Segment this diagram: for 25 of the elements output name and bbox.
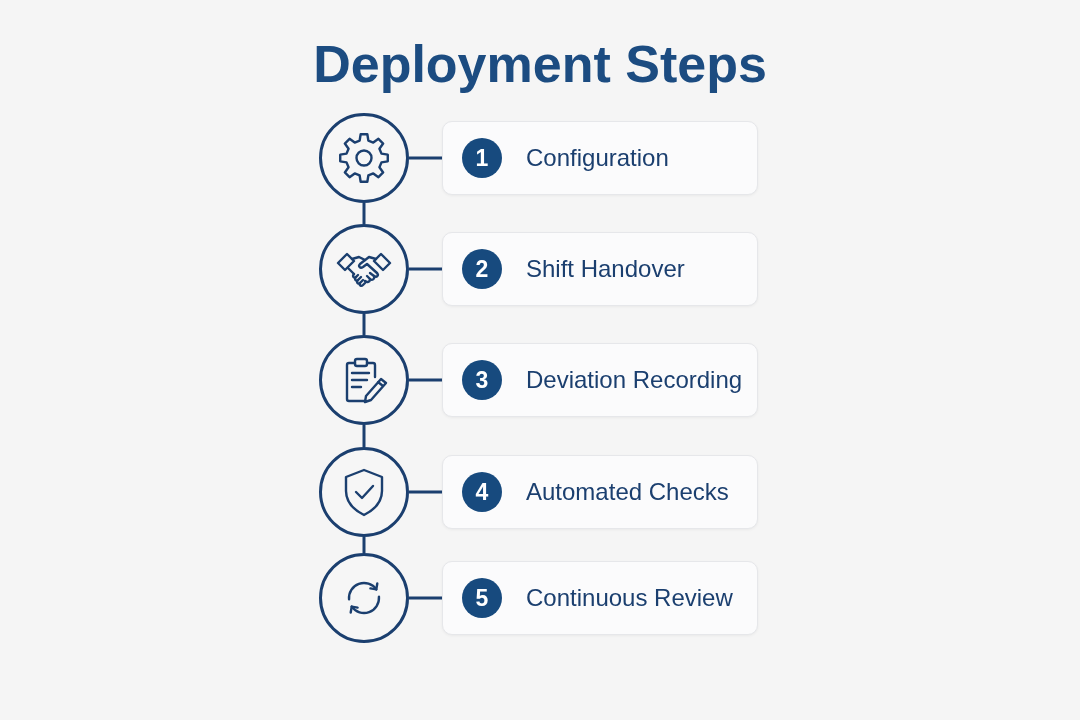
number-badge: 1 — [462, 138, 502, 178]
step-card — [442, 561, 758, 635]
connector-line — [409, 596, 442, 600]
step-label: Continuous Review — [526, 584, 733, 612]
connector-line — [362, 537, 366, 553]
step-label: Automated Checks — [526, 478, 729, 506]
step-card — [442, 232, 758, 306]
number-badge: 5 — [462, 578, 502, 618]
connector-line — [409, 490, 442, 494]
connector-line — [409, 378, 442, 382]
number-badge: 4 — [462, 472, 502, 512]
title: Deployment Steps — [313, 34, 767, 94]
connector-line — [362, 314, 366, 335]
step-label: Deviation Recording — [526, 366, 743, 394]
connector-line — [409, 267, 442, 271]
number-badge: 3 — [462, 360, 502, 400]
step-label: Shift Handover — [526, 255, 685, 283]
step-label: Configuration — [526, 144, 669, 172]
connector-line — [362, 425, 366, 447]
step-card — [442, 343, 758, 417]
step-card — [442, 455, 758, 529]
number-badge: 2 — [462, 249, 502, 289]
step-card — [442, 121, 758, 195]
connector-line — [409, 156, 442, 160]
connector-line — [362, 203, 366, 224]
